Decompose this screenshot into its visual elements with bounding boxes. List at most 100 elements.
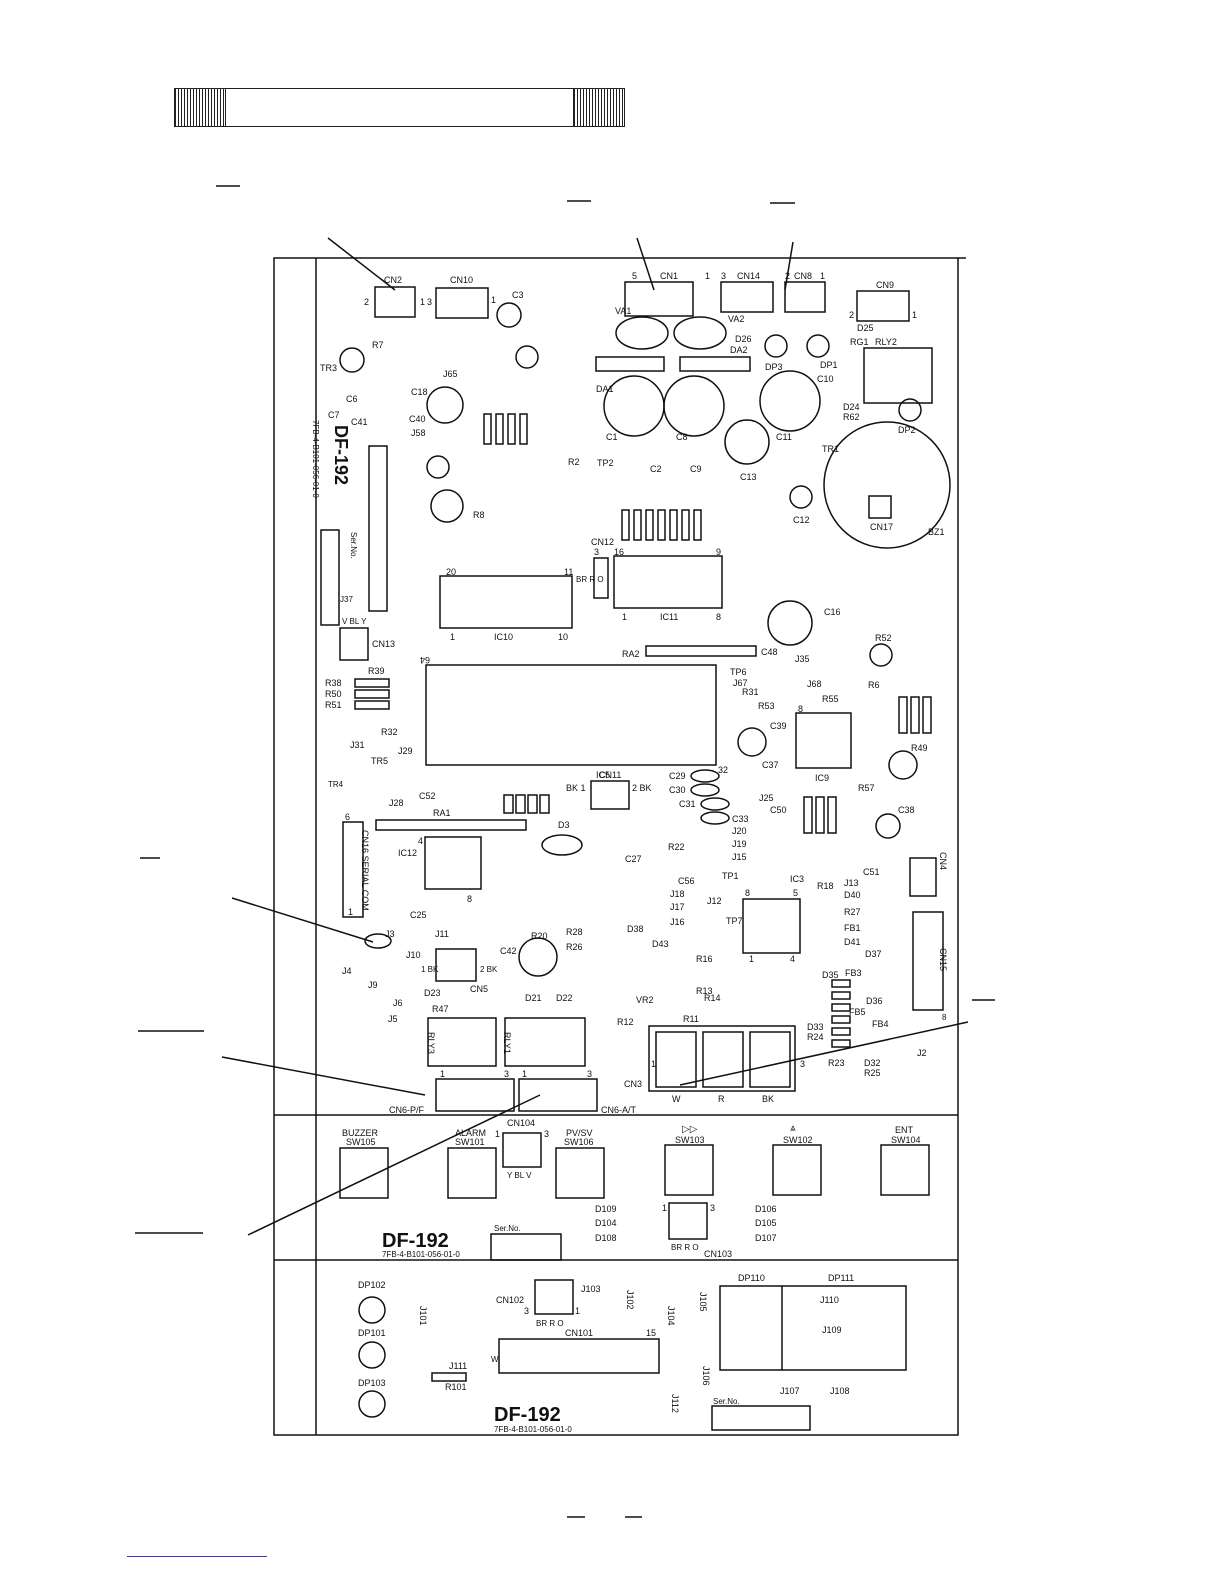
title-bar-hatch-right <box>573 89 624 126</box>
j106-label: J106 <box>701 1366 711 1386</box>
main-board-part-no: 7FB-4-B101-056-01-0 <box>311 420 320 498</box>
j107-label: J107 <box>780 1386 800 1396</box>
display-ser-no-box <box>711 1405 811 1431</box>
shift-switch[interactable] <box>664 1144 714 1196</box>
dp103-label: DP103 <box>358 1378 386 1388</box>
display-board-model: DF-192 <box>494 1404 561 1426</box>
da2-label: DA2 <box>730 345 748 355</box>
r51-label: R51 <box>325 700 342 710</box>
c20-capacitor <box>430 489 464 523</box>
cn15-label: CN15 <box>938 948 948 971</box>
c37-capacitor <box>888 750 918 780</box>
c13-capacitor <box>724 419 770 465</box>
cn3-wire-bk: BK <box>762 1094 774 1104</box>
alarm-switch[interactable] <box>447 1147 497 1199</box>
rly3-relay <box>427 1017 497 1067</box>
tp7-label: TP1 <box>722 871 739 881</box>
cn1-label: CN1 <box>660 271 678 281</box>
cn13-label: CN13 <box>372 639 395 649</box>
cn2-pin-right: 1 <box>420 297 425 307</box>
cn16-pin-top: 6 <box>345 812 350 822</box>
display-module <box>719 1285 907 1371</box>
callout-line-cn6pf <box>221 1056 426 1096</box>
c36-label: R57 <box>858 783 875 793</box>
cn10-pin-left: 3 <box>427 297 432 307</box>
ic11-pin8: 8 <box>716 612 721 622</box>
up-caption: ⩓ <box>790 1123 796 1134</box>
d22-label: D21 <box>525 993 542 1003</box>
tp3-label: J2 <box>917 1048 927 1058</box>
cn3-wire-r: R <box>718 1094 725 1104</box>
c50-label: C38 <box>898 805 915 815</box>
c16-capacitor <box>767 600 813 646</box>
cn14-label: CN14 <box>737 271 760 281</box>
j11-label: J3 <box>385 929 395 939</box>
title-bar-hatch-left <box>175 89 226 126</box>
cn5-pin-right: 2 BK <box>480 965 498 974</box>
c51-label: R18 <box>817 881 834 891</box>
j13-label: C51 <box>863 867 880 877</box>
va2-varistor <box>673 316 727 350</box>
pv-sv-switch[interactable] <box>555 1147 605 1199</box>
d37-label: D41 <box>844 937 861 947</box>
j110-label: J110 <box>820 1295 839 1305</box>
cn5-label: CN5 <box>470 984 488 994</box>
r12-label: VR2 <box>636 995 654 1005</box>
cn1-pin-left: 5 <box>632 271 637 281</box>
dp110-label: DP110 <box>738 1273 765 1283</box>
cn6-pf-pin-left: 1 <box>440 1069 445 1079</box>
d104-label: D104 <box>595 1218 617 1228</box>
ic3-pin4: 4 <box>790 954 795 964</box>
cn103-pin-right: 3 <box>710 1203 715 1213</box>
j12-label: J16 <box>670 917 685 927</box>
fb1-label: R27 <box>844 907 861 917</box>
cn2-pin-left: 2 <box>364 297 369 307</box>
cn102-pin-left: 3 <box>524 1306 529 1316</box>
c15b-label: R52 <box>875 633 892 643</box>
cn6-pf-pin-right: 3 <box>504 1069 509 1079</box>
r62-label: R62 <box>843 412 860 422</box>
d40-label: J13 <box>844 878 859 888</box>
cn12-connector <box>593 557 609 599</box>
c38-capacitor <box>875 813 901 839</box>
ent-caption: ENT <box>895 1125 914 1135</box>
cn101-connector <box>498 1338 660 1374</box>
cn102-pin-right: 1 <box>575 1306 580 1316</box>
alarm-caption: ALARM <box>455 1128 486 1138</box>
resistor-group-r34-r30 <box>503 794 550 814</box>
r7-label: C7 <box>328 410 340 420</box>
cn9-connector <box>856 290 910 322</box>
c17-label: R53 <box>758 701 775 711</box>
d41-label: FB1 <box>844 923 861 933</box>
fb6-label: C27 <box>625 854 642 864</box>
cn9-pin-right: 1 <box>912 310 917 320</box>
da1-label: DA1 <box>596 384 614 394</box>
j68-label: R31 <box>742 687 759 697</box>
c12-capacitor <box>789 485 813 509</box>
buzzer-switch[interactable] <box>339 1147 389 1199</box>
j20-label: J19 <box>732 839 747 849</box>
tr5-label: TR5 <box>371 756 388 766</box>
up-switch[interactable] <box>772 1144 822 1196</box>
j67-label: J68 <box>807 679 822 689</box>
c28-label: C29 <box>669 771 686 781</box>
dp1-led <box>806 334 830 358</box>
r53-label: R55 <box>822 694 839 704</box>
c8-capacitor <box>663 375 725 437</box>
cn6-pf-connector <box>435 1078 515 1112</box>
cn103-pin-left: 1 <box>662 1203 667 1213</box>
c3-label: C3 <box>512 290 524 300</box>
callout-line-cn3 <box>679 1021 969 1086</box>
xl1-label: D3 <box>558 820 570 830</box>
cn6-pf-label: CN6-P/F <box>389 1105 425 1115</box>
key-board-part-no: 7FB-4-B101-056-01-0 <box>382 1250 460 1259</box>
d25-label: D25 <box>857 323 874 333</box>
cn9-label: CN9 <box>876 280 894 290</box>
c37-label: R49 <box>911 743 928 753</box>
pv-sv-caption: PV/SV <box>566 1128 593 1138</box>
cn13-connector <box>339 627 369 661</box>
d21-label: R47 <box>432 1004 449 1014</box>
enter-switch[interactable] <box>880 1144 930 1196</box>
diode-stack-d35-d32 <box>831 979 851 1048</box>
